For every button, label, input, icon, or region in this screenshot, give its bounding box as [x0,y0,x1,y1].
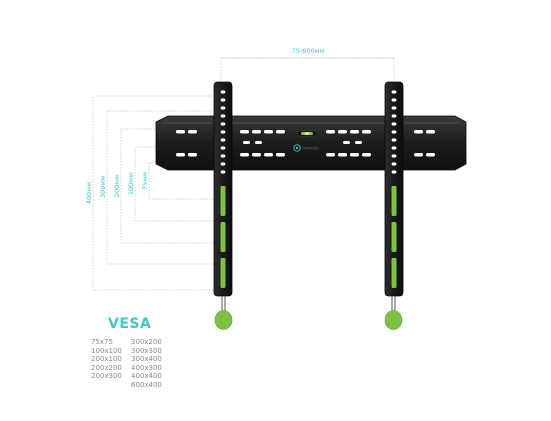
plate-slots-top [176,130,435,134]
brand-name: ONKRON [302,147,318,151]
level-bubble-icon [296,130,318,137]
vesa-size: 400x400 [131,372,162,381]
height-dimensions: 400мм 300мм 200мм 100мм 75мм [85,172,149,204]
left-arm-green-strips [220,186,226,288]
right-arm-green-strips [391,186,397,288]
vesa-size: 75x75 [91,338,113,346]
height-label-100: 100мм [127,173,135,195]
width-dimension: 75-600мм [221,47,394,59]
height-label-400: 400мм [85,182,93,204]
height-label-75: 75мм [141,172,149,190]
width-label: 75-600мм [292,47,325,55]
plate-slots-bottom [176,153,435,157]
vesa-size: 200x100 [91,355,122,364]
vesa-size: 400x300 [131,363,162,372]
vesa-list-col1: 75x75 100x100 200x100 200x200 200x300 [91,338,122,381]
vesa-guides [92,57,395,291]
vesa-size: 200x200 [91,363,122,372]
vesa-size: 100x100 [91,346,122,355]
left-arm [213,81,233,297]
wall-plate: ONKRON [155,115,467,171]
vesa-list-col2: 300x200 300x300 300x400 400x300 400x400 … [131,338,162,390]
vesa-size: 300x300 [131,346,162,355]
vesa-size: 300x400 [131,355,162,364]
vesa-title: VESA [108,316,152,332]
height-label-200: 200мм [113,175,121,197]
brand-logo: ONKRON [293,144,318,152]
right-pull-cord[interactable] [384,296,403,330]
height-label-300: 300мм [99,176,107,198]
plate-slots-middle [243,141,362,144]
vesa-size: 300x200 [131,338,162,346]
vesa-size: 200x300 [91,372,122,381]
right-arm [384,81,404,297]
right-pull-tab[interactable] [384,310,403,330]
vesa-size: 600x400 [131,380,162,389]
left-pull-tab[interactable] [214,310,233,330]
left-pull-cord[interactable] [214,296,233,330]
